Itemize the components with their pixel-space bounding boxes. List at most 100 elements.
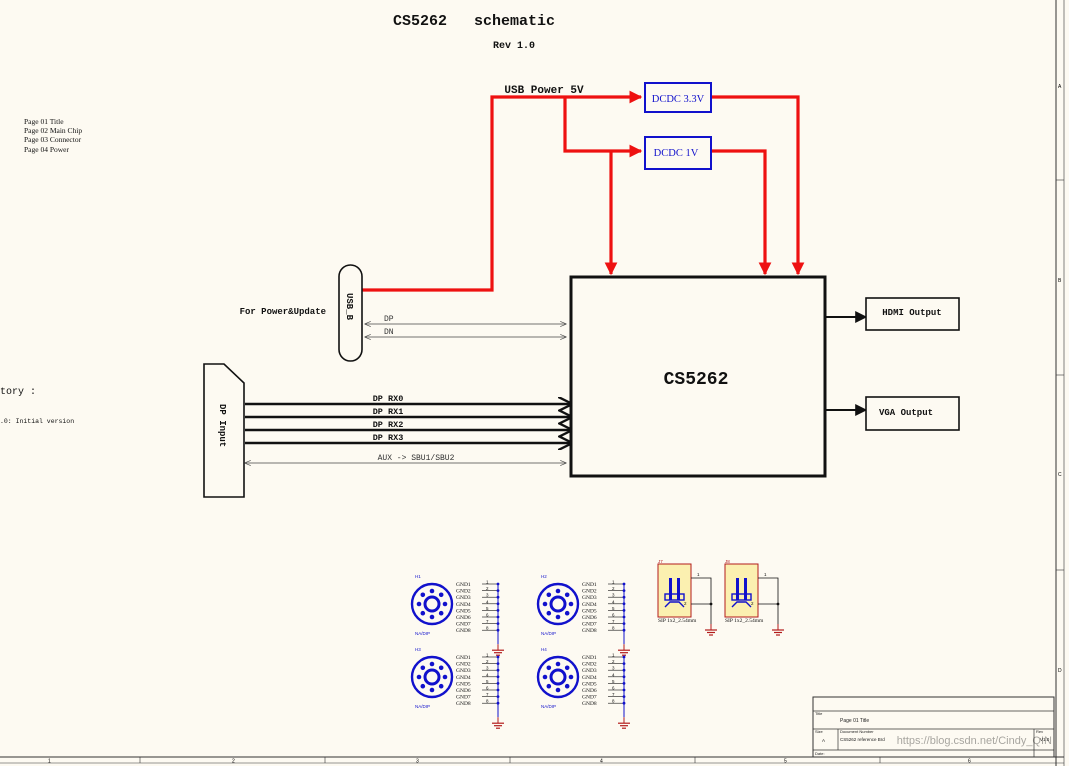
mount-hole-via: [420, 610, 426, 616]
mount-hole-via: [564, 610, 570, 616]
gnd-pin-label: GND7: [456, 695, 471, 701]
gnd-pin-number: 3: [486, 593, 489, 598]
page-list-item: Page 02 Main Chip: [24, 126, 82, 135]
gnd-pin-number: 8: [486, 626, 489, 631]
mount-hole-via: [555, 687, 561, 693]
ground-symbol: [771, 623, 785, 636]
gnd-pin-label: GND2: [582, 589, 597, 595]
gnd-pin-number: 5: [612, 606, 615, 611]
mount-hole-via: [542, 601, 548, 607]
mount-hole-via: [420, 683, 426, 689]
page-list: Page 01 Title Page 02 Main Chip Page 03 …: [24, 117, 82, 154]
gnd-pin-label: GND7: [582, 622, 597, 628]
mount-hole-via: [416, 601, 422, 607]
page-list-item: Page 03 Connector: [24, 135, 82, 144]
page-list-item: Page 01 Title: [24, 117, 64, 126]
ground-symbol: [491, 716, 505, 729]
mount-hole-via: [568, 674, 574, 680]
title-block-docnum-value: CS5262 reference Brd: [840, 737, 885, 742]
mount-hole-ring: [536, 655, 580, 699]
border-row-d: D: [1058, 668, 1062, 674]
usb-power-label: USB Power 5V: [504, 85, 584, 97]
border-col-2: 2: [232, 759, 235, 765]
usb-dn-signal: DN: [384, 328, 394, 337]
jumper-body: [724, 563, 759, 618]
gnd-pin-label: GND3: [582, 595, 597, 601]
gnd-pin-number: 3: [612, 593, 615, 598]
jumper-wire: [758, 577, 779, 624]
power-wires: [362, 90, 805, 292]
gnd-pin-label: GND5: [582, 681, 597, 687]
jumper-pin-icon: [669, 578, 672, 600]
dcdc-3v3-block: DCDC 3.3V: [644, 82, 712, 113]
gnd-pin-label: GND4: [582, 602, 597, 608]
mount-hole-via: [546, 592, 552, 598]
jumper-wire: [691, 577, 712, 624]
gnd-pin-label: GND2: [456, 589, 471, 595]
jumper-ref: J8: [725, 559, 730, 564]
jumper-pin-number: 2: [751, 601, 754, 606]
gnd-pin-label: GND2: [456, 662, 471, 668]
gnd-pin-number: 1: [486, 653, 489, 658]
gnd-pin-label: GND8: [456, 628, 471, 634]
mount-hole-center: [423, 668, 441, 686]
main-chip-label: CS5262: [664, 370, 729, 390]
ground-symbol: [617, 716, 631, 729]
gnd-pin-label: GND4: [456, 602, 471, 608]
gnd-pin-label: GND5: [456, 681, 471, 687]
title-block-title-value: Page 01 Title: [840, 718, 869, 724]
gnd-pin-number: 2: [612, 659, 615, 664]
mount-hole-center: [549, 595, 567, 613]
ground-symbol: [704, 623, 718, 636]
border-col-6: 6: [968, 759, 971, 765]
gnd-pin-label: GND6: [582, 688, 597, 694]
revision-label: Rev 1.0: [493, 41, 535, 52]
gnd-pin-label: GND1: [582, 655, 597, 661]
mount-hole-ring: [410, 655, 454, 699]
mount-hole-via: [564, 683, 570, 689]
mount-hole-via: [442, 674, 448, 680]
gnd-pin-label: GND1: [456, 655, 471, 661]
jumper-base-icon: [731, 593, 752, 601]
mount-hole-via: [555, 588, 561, 594]
mount-hole-via: [438, 665, 444, 671]
ground-symbol: [617, 643, 631, 656]
mount-hole-ref: H4: [541, 647, 547, 652]
gnd-pin-number: 8: [612, 699, 615, 704]
page-list-item: Page 04 Power: [24, 145, 69, 154]
usb-note: For Power&Update: [240, 307, 326, 317]
dp-input-label: DP Input: [217, 404, 227, 447]
mount-hole-via: [420, 665, 426, 671]
mount-hole-via: [555, 614, 561, 620]
history-entry: .0: Initial version: [0, 418, 74, 425]
dcdc-1v-label: DCDC 1V: [654, 148, 699, 159]
mount-hole-ring: [536, 582, 580, 626]
gnd-pin-number: 6: [612, 686, 615, 691]
mount-hole-via: [420, 592, 426, 598]
gnd-pin-number: 8: [612, 626, 615, 631]
jumper-footprint: SIP 1x2_2.54mm: [658, 618, 697, 624]
gnd-pin-number: 7: [486, 619, 489, 624]
title-block-size-label: Size: [815, 729, 824, 734]
gnd-pin-label: GND5: [582, 608, 597, 614]
usb-b-connector: USB_B: [338, 264, 363, 362]
gnd-pin-label: GND2: [582, 662, 597, 668]
gnd-pin-number: 2: [486, 659, 489, 664]
title-block-date-label: Date:: [815, 751, 825, 756]
gnd-pin-number: 6: [612, 613, 615, 618]
mount-hole-via: [546, 665, 552, 671]
mount-hole-via: [442, 601, 448, 607]
mount-hole-via: [438, 683, 444, 689]
gnd-pin-number: 7: [486, 692, 489, 697]
jumper-pin-number: 1: [764, 572, 767, 577]
dp-input-connector: DP Input: [203, 363, 245, 498]
gnd-pin-label: GND4: [456, 675, 471, 681]
dcdc-1v-block: DCDC 1V: [644, 136, 712, 170]
